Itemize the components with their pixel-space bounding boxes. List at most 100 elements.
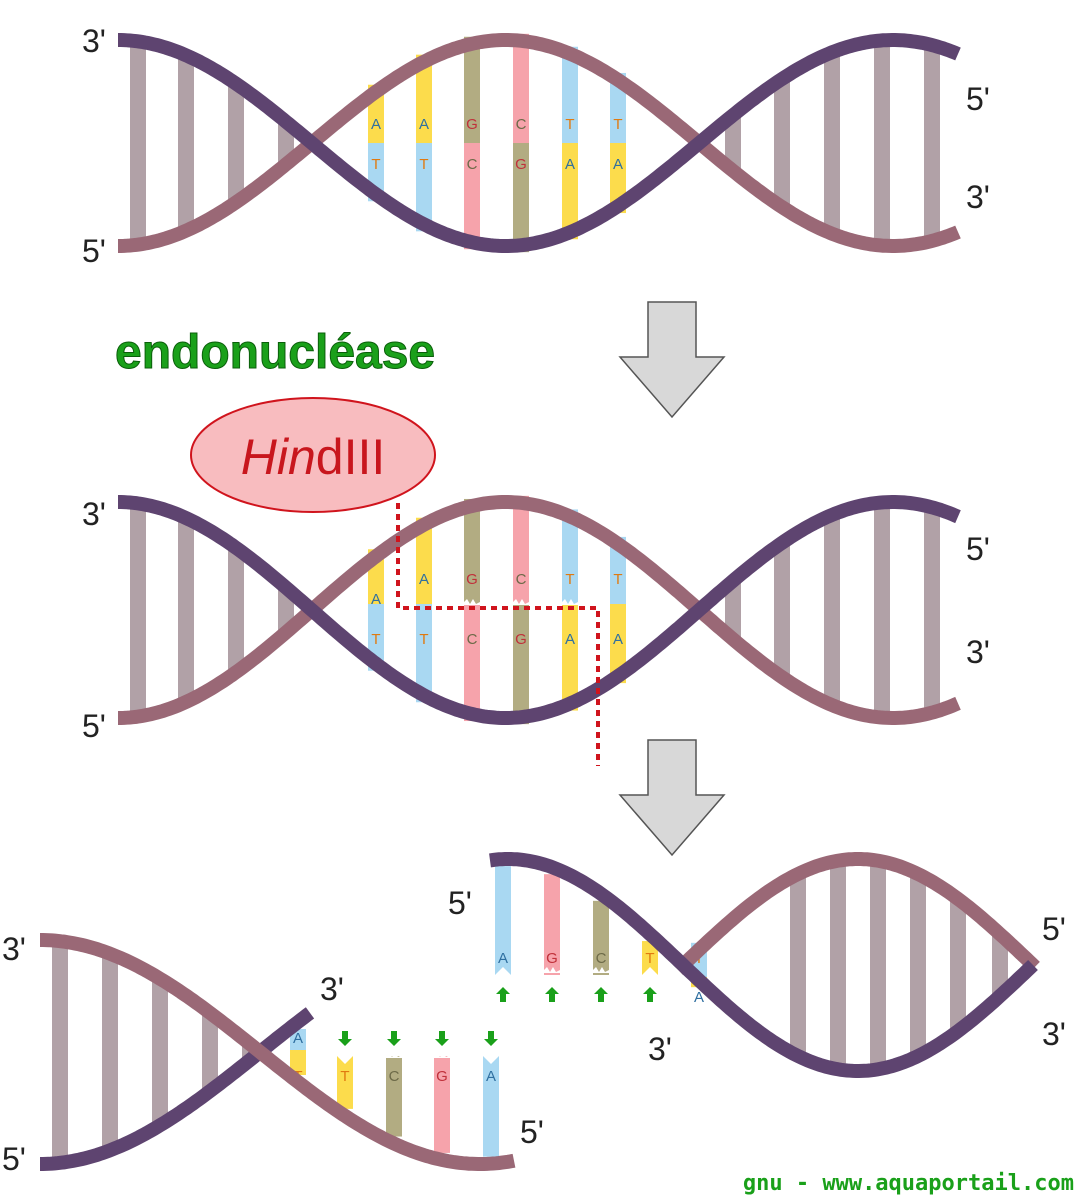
overhang-letter: G	[436, 1068, 448, 1085]
end-label-5prime-left: 5'	[82, 708, 106, 744]
base-pair-rung	[830, 860, 846, 1070]
base-pair-rung	[874, 40, 890, 246]
strand-dark	[118, 33, 961, 253]
base-bottom-G	[513, 33, 529, 143]
base-letter-top: G	[466, 571, 478, 588]
strand-dark	[118, 495, 961, 725]
base-pair-rung	[824, 514, 840, 706]
end-label-5prime-left: 5'	[82, 233, 106, 269]
base-letter-bottom: A	[694, 989, 704, 1006]
end-label-3prime-left: 3'	[2, 931, 26, 967]
base-letter-top: A	[419, 571, 429, 588]
overhang-letter: A	[486, 1068, 496, 1085]
base-letter-bottom: T	[371, 631, 380, 648]
base-bottom-T	[416, 517, 432, 604]
end-label-3prime-left: 3'	[82, 23, 106, 59]
base-letter-bottom: A	[565, 631, 575, 648]
end-label-5prime-cut: 5'	[520, 1114, 544, 1150]
strand-dark	[489, 852, 1038, 1078]
base-letter-top: G	[466, 116, 478, 133]
overhang-base-A	[483, 1056, 499, 1157]
base-letter-bottom: A	[613, 156, 623, 173]
green-arrow-up	[496, 987, 510, 1002]
base-pair-rung	[992, 934, 1008, 996]
base-letter-top: A	[371, 591, 381, 608]
base-letter-bottom: G	[515, 156, 527, 173]
broken-bond-notch	[562, 599, 578, 605]
base-bottom-A	[562, 46, 578, 143]
base-pair-rung	[725, 580, 741, 640]
base-bottom-A	[562, 509, 578, 604]
base-letter-top: T	[613, 116, 622, 133]
base-bottom-G	[513, 495, 529, 604]
base-letter-bottom: T	[371, 156, 380, 173]
strand-light	[40, 933, 516, 1171]
strand-dark	[40, 1007, 315, 1171]
base-pair-rung	[178, 518, 194, 702]
arrow-shape	[618, 301, 726, 419]
base-letter-top: A	[371, 116, 381, 133]
end-label-3prime-right: 3'	[966, 634, 990, 670]
overhang-base-C	[386, 1056, 402, 1137]
end-label-3prime-right: 3'	[966, 179, 990, 215]
broken-bond-notch	[464, 599, 480, 605]
base-bottom-C	[464, 36, 480, 143]
end-label-5prime-right: 5'	[1042, 911, 1066, 947]
end-label-5prime-right: 5'	[966, 81, 990, 117]
arrow-shape	[618, 739, 726, 857]
base-top-G	[464, 604, 480, 722]
base-top-C	[513, 143, 529, 253]
base-pair-rung	[870, 860, 886, 1070]
base-letter-top: T	[565, 116, 574, 133]
base-bottom-C	[464, 498, 480, 604]
enzyme-ellipse	[190, 397, 436, 513]
sticky-end-tip	[495, 967, 511, 975]
base-top-A	[416, 604, 432, 703]
enzyme-name: HindIII	[241, 429, 386, 485]
process-arrow-down	[618, 301, 726, 419]
credit-text: gnu - www.aquaportail.com	[743, 1171, 1074, 1196]
end-label-3prime-cut: 3'	[648, 1031, 672, 1067]
process-arrow-down-2	[618, 739, 726, 857]
base-letter-top: C	[516, 571, 527, 588]
overhang-base-G	[434, 1056, 450, 1153]
base-pair-rung	[924, 45, 940, 241]
green-arrow-down	[484, 1031, 498, 1046]
broken-bond-notch	[513, 599, 529, 605]
base-pair-rung	[774, 78, 790, 208]
base-letter-bottom: T	[419, 156, 428, 173]
end-label-3prime-cut: 3'	[320, 971, 344, 1007]
end-label-3prime-left: 3'	[82, 496, 106, 532]
overhang-letter: G	[546, 950, 558, 967]
base-bottom-T	[416, 54, 432, 143]
base-letter-bottom: C	[467, 631, 478, 648]
endonuclease-title: endonucléase	[115, 326, 435, 379]
base-letter-bottom: G	[515, 631, 527, 648]
base-pair-rung	[130, 503, 146, 717]
end-label-5prime-cut: 5'	[448, 885, 472, 921]
overhang-base-G	[544, 874, 560, 975]
base-pair-rung	[102, 953, 118, 1151]
overhang-letter: T	[340, 1068, 349, 1085]
base-letter-bottom: T	[419, 631, 428, 648]
base-letter-bottom: C	[467, 156, 478, 173]
overhang-letter: T	[645, 950, 654, 967]
green-arrow-down	[387, 1031, 401, 1046]
base-pair-rung	[790, 874, 806, 1056]
enzyme-name-italic: Hin	[241, 429, 316, 485]
broken-bond-notch	[434, 1052, 450, 1058]
base-letter-top: A	[293, 1030, 303, 1047]
base-top-T	[562, 604, 578, 711]
base-pair-rung	[202, 1012, 218, 1092]
base-top-T	[562, 143, 578, 240]
base-pair-rung	[950, 898, 966, 1032]
base-letter-top: T	[613, 571, 622, 588]
base-bottom-T	[290, 1050, 306, 1076]
broken-bond-notch	[386, 1052, 402, 1058]
base-pair-rung	[824, 52, 840, 234]
enzyme-name-rest: dIII	[316, 429, 385, 485]
end-label-5prime-left: 5'	[2, 1141, 26, 1177]
